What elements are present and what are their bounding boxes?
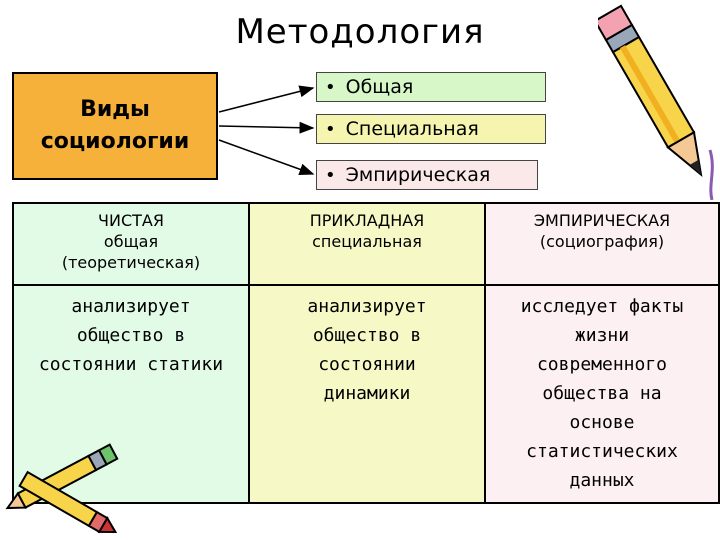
type-empirical-label: Эмпирическая <box>345 164 491 186</box>
column-header: ПРИКЛАДНАЯ специальная <box>250 204 484 286</box>
header-line: общая <box>103 232 159 251</box>
column-header: ЭМПИРИЧЕСКАЯ (социография) <box>486 204 718 286</box>
header-line: ЭМПИРИЧЕСКАЯ <box>533 211 671 230</box>
type-empirical-box: • Эмпирическая <box>316 160 538 190</box>
body-line: жизни <box>574 325 630 346</box>
header-line: (теоретическая) <box>61 253 201 272</box>
body-line: основе <box>569 412 635 433</box>
body-line: общества на <box>542 383 662 404</box>
body-line: состоянии статики <box>38 354 224 375</box>
type-special-box: • Специальная <box>316 114 546 144</box>
column-body: анализирует общество в состоянии динамик… <box>250 292 484 408</box>
body-line: современного <box>536 354 668 375</box>
body-line: общество в <box>76 325 186 346</box>
pencil-icon <box>5 443 119 534</box>
body-line: динамики <box>323 383 411 404</box>
body-line: статистических <box>526 441 678 462</box>
type-general-label: Общая <box>345 76 414 98</box>
bullet-icon: • <box>325 118 336 140</box>
column-header: ЧИСТАЯ общая (теоретическая) <box>14 204 248 286</box>
bullet-icon: • <box>325 76 336 98</box>
body-line: состоянии <box>318 354 416 375</box>
arrow-to-general <box>218 85 315 113</box>
body-line: анализирует <box>71 296 191 317</box>
page-title: Методология <box>235 12 485 52</box>
body-line: анализирует <box>307 296 427 317</box>
header-line: (социография) <box>539 232 665 251</box>
comparison-table: ЧИСТАЯ общая (теоретическая) анализирует… <box>12 202 720 504</box>
type-general-box: • Общая <box>316 72 546 102</box>
body-line: общество в <box>312 325 422 346</box>
body-line: данных <box>569 470 635 491</box>
column-body: исследует факты жизни современного общес… <box>486 292 718 495</box>
table-column-empirical: ЭМПИРИЧЕСКАЯ (социография) исследует фак… <box>486 204 718 502</box>
header-line: специальная <box>312 232 422 251</box>
header-line: ПРИКЛАДНАЯ <box>309 211 425 230</box>
bullet-icon: • <box>325 164 336 186</box>
type-special-label: Специальная <box>345 118 479 140</box>
body-line: исследует факты <box>520 296 684 317</box>
header-line: ЧИСТАЯ <box>98 211 164 230</box>
arrow-to-special <box>218 121 315 134</box>
column-body: анализирует общество в состоянии статики <box>14 292 248 379</box>
sociology-types-line1: Виды <box>80 97 150 122</box>
sociology-types-box: Виды социологии <box>12 72 218 180</box>
pencil-icon <box>598 4 714 200</box>
table-column-applied: ПРИКЛАДНАЯ специальная анализирует общес… <box>250 204 486 502</box>
arrow-to-empirical <box>218 139 315 176</box>
table-column-pure: ЧИСТАЯ общая (теоретическая) анализирует… <box>14 204 250 502</box>
sociology-types-line2: социологии <box>40 129 190 154</box>
